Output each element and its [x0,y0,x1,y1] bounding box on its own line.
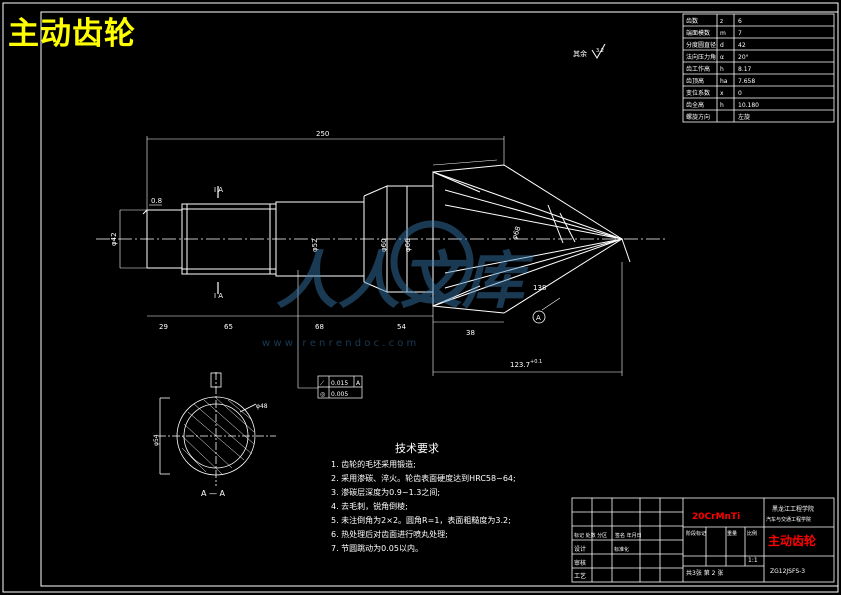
label-craft: 工艺 [574,572,586,580]
tolerance-frame [317,375,363,399]
sheet-count: 共3张 第 2 张 [686,569,723,577]
parameter-table-text: 齿数 z 6 端面模数 m 7 分度圆直径 d 42 法向压力角 α 20° 齿工作高 h 8.17 齿顶高 h… [686,17,759,121]
dimension-lines [119,136,623,389]
dim-cone-angle: 138 [533,284,546,292]
param-cell: h [720,102,724,109]
param-cell: 分度圆直径 [686,41,716,49]
label-stage: 阶段标记 [686,530,706,537]
roughness-value: 3.2 [596,48,604,54]
param-cell: x [720,90,724,97]
roughness-symbol [591,43,606,59]
tech-item: 6. 热处理后对齿面进行喷丸处理; [331,529,448,539]
tech-item: 4. 去毛刺，锐角倒棱; [331,501,408,511]
param-cell: 7.658 [738,78,755,85]
tech-item: 7. 节圆跳动为0.05以内。 [331,543,423,553]
drawing-number: ZG12JSFS-3 [770,568,805,575]
param-cell: 10.180 [738,102,759,109]
dim-phi68: φ68 [510,225,522,240]
param-cell: 齿全高 [686,101,704,109]
tech-item: 3. 渗碳层深度为0.9~1.3之间; [331,487,440,497]
svg-text:w w w . r e n r e n d o c . c: w w w . r e n r e n d o c . c o m [262,338,416,349]
tol-datum-1: A [356,380,361,387]
parameter-table [682,13,835,123]
label-marks: 标记 处数 分区 [574,532,607,539]
dim-38: 38 [466,329,475,337]
param-cell: 端面模数 [686,29,710,37]
tech-requirements-list: 1. 齿轮的毛坯采用锻造; 2. 采用渗碳、淬火。轮齿表面硬度达到HRC58~64… [331,459,516,553]
page-title: 主动齿轮 [8,16,136,52]
label-design: 设计 [574,545,586,553]
dim-phi42: φ42 [110,232,118,246]
surface-finish-note: 其余 [573,49,587,58]
tech-item: 5. 未注倒角为2×2。圆角R=1，表面粗糙度为3.2; [331,515,511,525]
param-cell: 变位系数 [686,89,710,97]
section-mark-top: Ⅰ A [214,186,223,194]
dim-29: 29 [159,323,168,331]
param-cell: 法向压力角 [686,53,716,61]
param-cell: 左旋 [738,113,750,121]
section-title: A — A [201,489,226,498]
label-weight: 重量 [727,530,737,537]
shaft-outline [142,164,631,314]
tol-symbol-2: ◎ [320,391,325,398]
tech-item: 1. 齿轮的毛坯采用锻造; [331,459,416,469]
tech-heading: 技术要求 [395,442,439,455]
param-cell: d [720,42,724,49]
param-cell: 0 [738,90,742,97]
param-cell: 齿顶高 [686,77,704,85]
param-cell: 齿数 [686,17,698,25]
section-d-inner: φ54 [153,434,160,446]
param-cell: 6 [738,18,742,25]
label-review: 审核 [574,559,586,567]
param-cell: m [720,30,726,37]
dept-name: 汽车与交通工程学院 [766,516,811,523]
datum-circle [532,310,546,324]
section-d-outer: φ48 [256,403,268,410]
material: 20CrMnTi [692,512,740,522]
dim-phi52: φ52 [311,238,319,252]
tol-symbol-1: ⟋ [320,380,325,387]
school-name: 黑龙江工程学院 [772,505,814,513]
param-cell: 20° [738,54,749,61]
dim-cone-len: 123.7+0.1 [510,359,542,369]
param-cell: z [720,18,723,25]
section-mark-bottom: Ⅰ A [214,292,223,300]
dim-chamfer: 0.8 [151,197,162,205]
param-cell: α [720,54,724,61]
section-view [158,372,276,486]
param-cell: ha [720,78,728,85]
dim-overall: 250 [316,130,329,138]
param-cell: 齿工作高 [686,65,710,73]
title-block [571,497,835,583]
param-cell: 8.17 [738,66,752,73]
tech-item: 2. 采用渗碳、淬火。轮齿表面硬度达到HRC58~64; [331,473,516,483]
dim-65: 65 [224,323,233,331]
dim-phi66: φ66 [404,238,412,252]
watermark: 人人文库 w w w . r e n r e n d o c . c o m [262,220,534,349]
param-cell: 螺旋方向 [686,113,710,121]
label-std: 标准化 [614,546,629,553]
label-sign: 签名 年月日 [615,532,642,539]
param-cell: h [720,66,724,73]
param-cell: 42 [738,42,746,49]
inner-border [40,11,839,587]
part-name: 主动齿轮 [768,533,817,548]
param-cell: 7 [738,30,742,37]
svg-text:人人文库: 人人文库 [276,244,534,317]
tol-value-2: 0.005 [331,391,348,398]
scale-value: 1:1 [748,557,758,564]
datum-label: A [536,314,541,322]
dim-54: 54 [397,323,406,331]
dim-phi60: φ60 [380,238,388,252]
dim-68: 68 [315,323,324,331]
label-scale: 比例 [747,530,757,537]
tol-value-1: 0.015 [331,380,348,387]
